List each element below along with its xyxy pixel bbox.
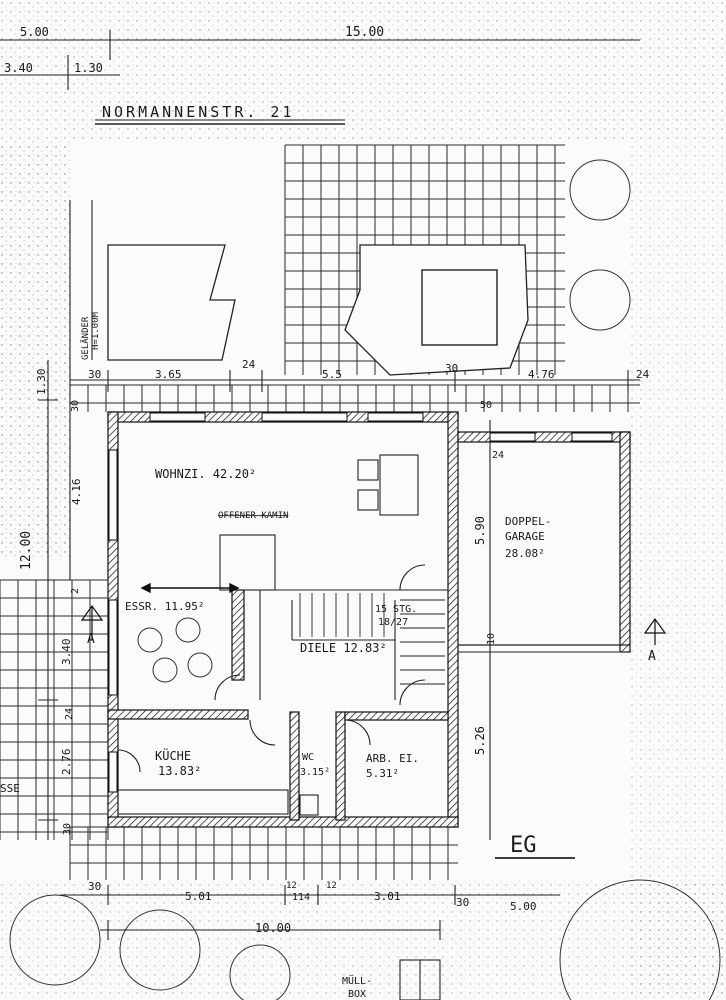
passage-arrows [140, 582, 240, 594]
dim-left-24: 24 [64, 708, 75, 720]
dim-mid-365: 3.65 [155, 368, 182, 381]
railing-label-2: H=1.00M [91, 311, 101, 350]
dim-left-30: 30 [70, 400, 81, 412]
street-name: NORMANNENSTR. 21 [102, 103, 295, 121]
terrace-label: SSE [0, 782, 20, 795]
dim-top-500: 5.00 [20, 25, 49, 39]
dim-bottom-301: 3.01 [374, 890, 401, 903]
section-marker-right: A [648, 649, 656, 664]
tree-circles [9, 159, 721, 1000]
dim-left-2: 2 [70, 588, 81, 594]
dim-bottom-30b: 30 [456, 896, 469, 909]
dim-mid-30b: 30 [445, 362, 458, 375]
dim-left-30b: 30 [62, 823, 73, 835]
dim-bottom-1000: 10.00 [255, 921, 291, 935]
window-openings [108, 412, 613, 793]
section-markers [80, 604, 667, 645]
floor-label: EG [510, 833, 537, 858]
paving-grid-bottom [69, 826, 458, 880]
dimension-lines-top [0, 30, 640, 121]
room-garage-area: 28.08² [505, 547, 545, 560]
room-arbeitszimmer: ARB. EI. [366, 752, 419, 765]
room-kueche-area: 13.83² [158, 764, 201, 778]
dim-mid-30: 30 [88, 368, 101, 381]
dim-top-340: 3.40 [4, 61, 33, 75]
room-wc: WC [302, 752, 314, 763]
dim-bottom-114: 114 [292, 892, 310, 903]
interior-features [117, 454, 448, 1000]
section-marker-left: A [87, 632, 95, 647]
dim-bottom-12b: 12 [326, 881, 337, 891]
dim-mid-24a: 24 [242, 358, 256, 371]
stairs-label-1: 15 STG. [375, 604, 417, 615]
dim-left-1200: 12.00 [19, 531, 34, 570]
railing-label-1: GELÄNDER [80, 316, 91, 360]
bin-box-label-2: BOX [348, 989, 366, 1000]
dimension-lines-left [38, 200, 93, 840]
room-kueche: KÜCHE [155, 747, 191, 763]
dim-left-276: 2.76 [60, 749, 73, 776]
fireplace-label: OFFENER KAMIN [218, 511, 288, 521]
stairs-label-2: 18/27 [378, 617, 408, 628]
stairs [299, 593, 445, 685]
bin-box-label-1: MÜLL- [342, 974, 372, 987]
dim-mid-24b: 24 [636, 368, 650, 381]
dim-top-130: 1.30 [74, 61, 103, 75]
room-essraum: ESSR. 11.95² [125, 600, 204, 613]
room-diele: DIELE 12.83² [300, 641, 387, 655]
dim-left-130: 1.30 [35, 369, 48, 396]
dim-right-590: 5.90 [473, 516, 487, 545]
garden-bed-left [107, 244, 236, 361]
dimension-lines-bottom [60, 885, 560, 940]
dim-bottom-500: 5.00 [510, 900, 537, 913]
pond-square [421, 269, 498, 346]
dim-mid-55: 5.5 [322, 368, 342, 381]
dim-left-416: 4.16 [70, 479, 83, 506]
dim-mid-50: 50 [480, 400, 492, 411]
dim-right-526: 5.26 [473, 726, 487, 755]
garage-walls [457, 431, 631, 653]
dim-bottom-30: 30 [88, 880, 101, 893]
room-wohnzimmer: WOHNZI. 42.20² [155, 467, 256, 481]
dim-mid-476: 4.76 [528, 368, 555, 381]
noise-area-right [630, 140, 726, 1000]
dim-left-340: 3.40 [60, 639, 73, 666]
dim-bottom-12a: 12 [286, 881, 297, 891]
noise-area-top [0, 0, 726, 140]
room-garage-2: GARAGE [505, 530, 545, 543]
room-garage-1: DOPPEL- [505, 515, 551, 528]
dim-right-10: 10 [486, 633, 497, 645]
dim-bottom-501: 5.01 [185, 890, 212, 903]
dimension-lines-right [480, 420, 500, 840]
paving-grid-strip [69, 384, 640, 412]
dimension-lines-mid [70, 370, 640, 392]
dim-mid-24c: 24 [492, 450, 504, 461]
dim-top-1500: 15.00 [345, 25, 384, 40]
noise-area-left [0, 140, 70, 560]
room-wc-area: 3.15² [300, 767, 330, 778]
room-arbeitszimmer-area: 5.31² [366, 767, 399, 780]
